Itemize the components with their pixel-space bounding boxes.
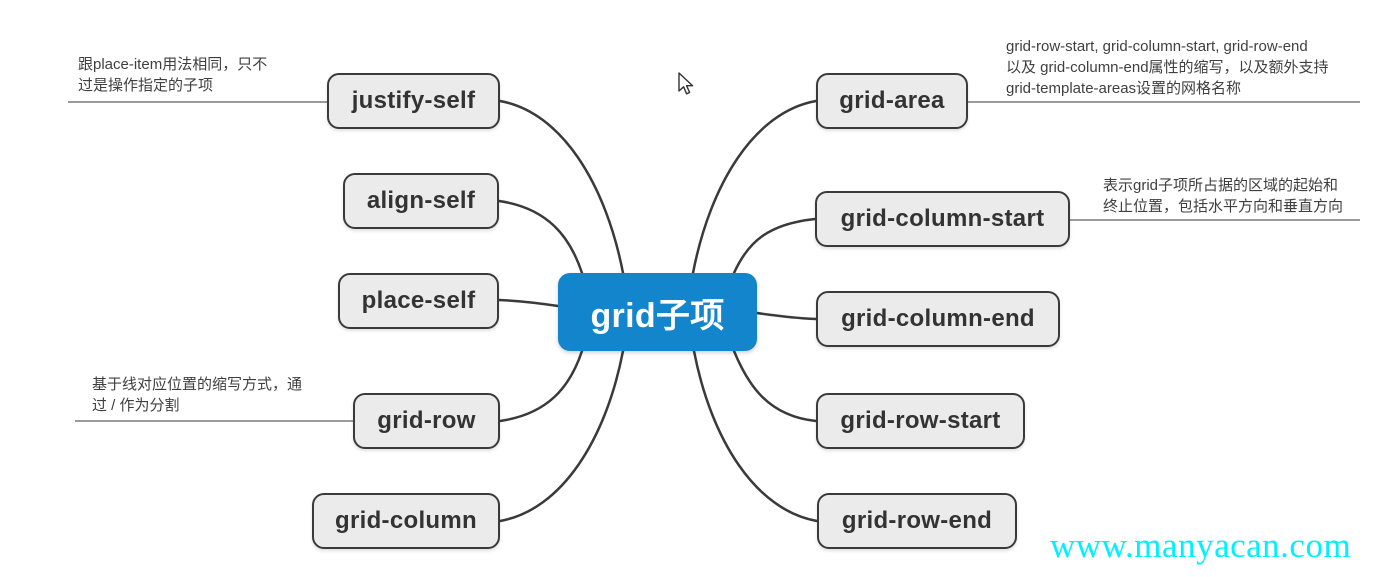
node-align-self[interactable]: align-self (343, 173, 499, 229)
note-line-text: 以及 grid-column-end属性的缩写，以及额外支持 (1006, 59, 1329, 76)
note-justify-self[interactable]: 跟place-item用法相同，只不 过是操作指定的子项 (78, 54, 267, 96)
note-line-text: 基于线对应位置的缩写方式，通 (92, 376, 303, 393)
note-grid-area[interactable]: grid-row-start, grid-column-start, grid-… (1006, 36, 1329, 99)
connector-grid-row (498, 349, 584, 423)
connector-grid-row-end (692, 349, 819, 523)
connector-place-self (497, 298, 560, 308)
note-line-text: 终止位置，包括水平方向和垂直方向 (1103, 198, 1344, 215)
note-line-text: grid-template-areas设置的网格名称 (1006, 80, 1242, 97)
watermark-text: www.manyacan.com (1050, 526, 1352, 565)
root-node-grid-child[interactable]: grid子项 (558, 273, 757, 351)
note-line-text: 表示grid子项所占据的区域的起始和 (1103, 177, 1339, 194)
node-grid-column[interactable]: grid-column (312, 493, 500, 549)
connector-grid-area (691, 99, 818, 275)
note-line-text: grid-row-start, grid-column-start, grid-… (1006, 38, 1308, 55)
node-justify-self[interactable]: justify-self (327, 73, 500, 129)
note-line-text: 过 / 作为分割 (92, 397, 180, 414)
note-grid-row[interactable]: 基于线对应位置的缩写方式，通 过 / 作为分割 (92, 374, 302, 416)
connector-grid-column-end (755, 311, 818, 321)
node-place-self[interactable]: place-self (338, 273, 499, 329)
note-grid-column-start[interactable]: 表示grid子项所占据的区域的起始和 终止位置，包括水平方向和垂直方向 (1103, 175, 1343, 217)
connector-grid-row-start (732, 349, 818, 423)
connector-justify-self (498, 99, 625, 275)
note-line-text: 过是操作指定的子项 (78, 77, 214, 94)
connector-grid-column-start (732, 217, 817, 275)
connector-align-self (497, 199, 584, 275)
node-grid-row-start[interactable]: grid-row-start (816, 393, 1025, 449)
node-grid-area[interactable]: grid-area (816, 73, 968, 129)
node-grid-row-end[interactable]: grid-row-end (817, 493, 1017, 549)
node-grid-row[interactable]: grid-row (353, 393, 500, 449)
mouse-cursor-icon (678, 72, 694, 95)
connector-grid-column (498, 349, 625, 523)
node-grid-column-start[interactable]: grid-column-start (815, 191, 1070, 247)
note-line-text: 跟place-item用法相同，只不 (78, 56, 268, 73)
node-grid-column-end[interactable]: grid-column-end (816, 291, 1060, 347)
